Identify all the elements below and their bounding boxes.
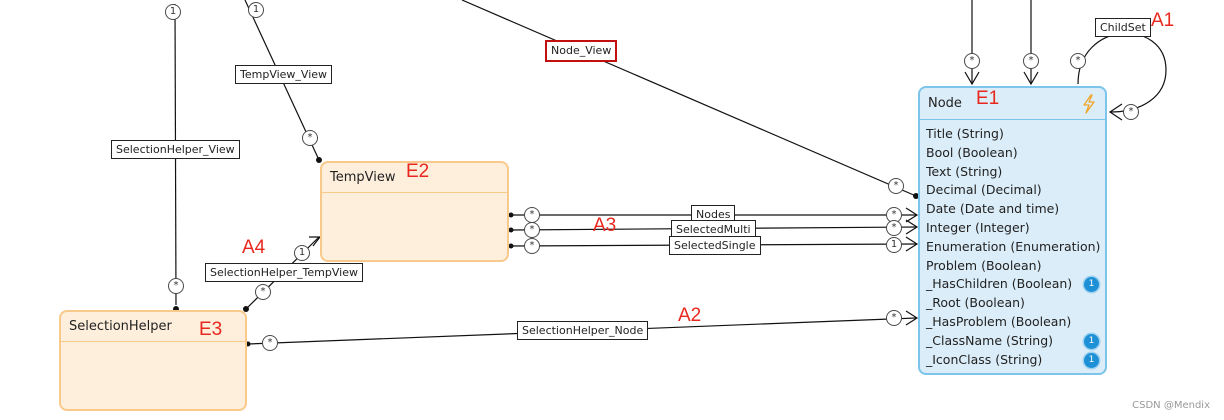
annotation-a1: A1	[1151, 10, 1175, 31]
multiplicity-many: *	[255, 284, 271, 300]
info-badge-icon: 1	[1084, 352, 1099, 368]
attribute-row[interactable]: Bool (Boolean)	[926, 144, 1105, 163]
multiplicity-many: *	[524, 222, 540, 238]
association-label-selectedsingle[interactable]: SelectedSingle	[669, 236, 761, 255]
association-label-nodes[interactable]: Nodes	[691, 205, 736, 224]
annotation-e3: E3	[199, 319, 223, 340]
attribute-row[interactable]: _IconClass (String) 1	[926, 351, 1105, 370]
attribute-row[interactable]: Decimal (Decimal)	[926, 181, 1105, 200]
entity-selectionhelper[interactable]: SelectionHelper	[59, 310, 247, 411]
association-label-selectedmulti[interactable]: SelectedMulti	[671, 220, 756, 239]
arrowhead-node-selectedsingle	[905, 236, 919, 252]
association-label-selectionhelper-tempview[interactable]: SelectionHelper_TempView	[205, 263, 363, 282]
entity-node-attribute-list: Title (String) Bool (Boolean) Text (Stri…	[920, 120, 1105, 369]
association-label-tempview-view[interactable]: TempView_View	[235, 65, 333, 84]
entity-tempview-header: TempView	[322, 163, 507, 193]
multiplicity-one: 1	[294, 245, 310, 261]
connector-node-view[interactable]	[461, 0, 917, 197]
annotation-a2: A2	[678, 305, 702, 326]
attribute-label: Bool (Boolean)	[926, 144, 1018, 160]
annotation-a3: A3	[593, 215, 617, 236]
multiplicity-many: *	[886, 310, 902, 326]
attribute-label: Text (String)	[926, 163, 1003, 179]
multiplicity-many: *	[888, 178, 904, 194]
entity-tempview-name: TempView	[330, 170, 396, 185]
multiplicity-one: 1	[165, 4, 181, 20]
multiplicity-many: *	[262, 335, 278, 351]
multiplicity-one: 1	[248, 2, 264, 18]
arrowhead-node-selectedmulti	[905, 219, 919, 235]
watermark: CSDN @Mendix	[1132, 400, 1210, 411]
attribute-row[interactable]: Date (Date and time)	[926, 200, 1105, 219]
attribute-label: Integer (Integer)	[926, 219, 1030, 235]
attribute-label: Date (Date and time)	[926, 201, 1060, 217]
attribute-row[interactable]: _HasProblem (Boolean)	[926, 313, 1105, 332]
attribute-label: _HasProblem (Boolean)	[926, 313, 1072, 329]
entity-node-name: Node	[928, 96, 962, 111]
multiplicity-many: *	[1023, 53, 1039, 69]
arrowhead-node-nodes	[905, 207, 919, 223]
attribute-row[interactable]: _ClassName (String) 1	[926, 332, 1105, 351]
multiplicity-many: *	[1123, 104, 1139, 120]
attribute-label: _Root (Boolean)	[926, 295, 1025, 311]
connector-childset[interactable]	[1077, 32, 1167, 113]
attribute-row[interactable]: _Root (Boolean)	[926, 294, 1105, 313]
entity-node-header: Node	[920, 88, 1105, 120]
entity-selectionhelper-header: SelectionHelper	[61, 312, 245, 342]
info-badge-icon: 1	[1084, 277, 1099, 293]
attribute-label: Decimal (Decimal)	[926, 182, 1042, 198]
attribute-label: Problem (Boolean)	[926, 257, 1042, 273]
multiplicity-many: *	[302, 130, 318, 146]
annotation-a4: A4	[242, 237, 266, 258]
association-label-node-view[interactable]: Node_View	[545, 40, 618, 62]
attribute-row[interactable]: Integer (Integer)	[926, 219, 1105, 238]
attribute-row[interactable]: Title (String)	[926, 125, 1105, 144]
association-label-selectionhelper-view[interactable]: SelectionHelper_View	[111, 140, 240, 159]
info-badge-icon: 1	[1084, 333, 1099, 349]
entity-selectionhelper-name: SelectionHelper	[69, 319, 172, 334]
association-label-selectionhelper-node[interactable]: SelectionHelper_Node	[517, 321, 649, 340]
attribute-label: _IconClass (String)	[926, 351, 1043, 367]
attribute-row[interactable]: Problem (Boolean)	[926, 257, 1105, 276]
attribute-label: _ClassName (String)	[926, 332, 1054, 348]
arrowhead-node-top-1	[964, 71, 980, 86]
annotation-e1: E1	[976, 88, 1000, 109]
attribute-label: Title (String)	[926, 126, 1004, 141]
attribute-row[interactable]: Text (String)	[926, 163, 1105, 182]
connector-end-dot	[508, 212, 514, 218]
entity-tempview[interactable]: TempView	[320, 161, 509, 262]
multiplicity-many: *	[886, 220, 902, 236]
lightning-bolt-icon[interactable]	[1081, 94, 1097, 114]
annotation-e2: E2	[406, 161, 430, 182]
connector-end-dot	[913, 193, 919, 199]
multiplicity-one: 1	[886, 237, 902, 253]
attribute-label: _HasChildren (Boolean)	[926, 276, 1073, 292]
multiplicity-many: *	[524, 207, 540, 223]
multiplicity-many: *	[964, 53, 980, 69]
multiplicity-many: *	[1070, 53, 1086, 69]
arrowhead-node-selectionhelper	[905, 310, 919, 326]
multiplicity-many: *	[168, 278, 184, 294]
connector-end-dot	[316, 157, 322, 163]
connector-end-dot	[243, 306, 249, 312]
arrowhead-childset	[1108, 103, 1123, 121]
connector-end-dot	[508, 243, 514, 249]
connector-end-dot	[508, 227, 514, 233]
attribute-label: Enumeration (Enumeration)	[926, 238, 1101, 254]
arrowhead-node-top-2	[1023, 71, 1039, 86]
association-label-childset[interactable]: ChildSet	[1095, 18, 1151, 37]
attribute-row[interactable]: _HasChildren (Boolean) 1	[926, 275, 1105, 294]
multiplicity-many: *	[524, 238, 540, 254]
entity-node[interactable]: Node Title (String) Bool (Boolean) Text …	[918, 86, 1107, 375]
attribute-row[interactable]: Enumeration (Enumeration)	[926, 238, 1105, 257]
